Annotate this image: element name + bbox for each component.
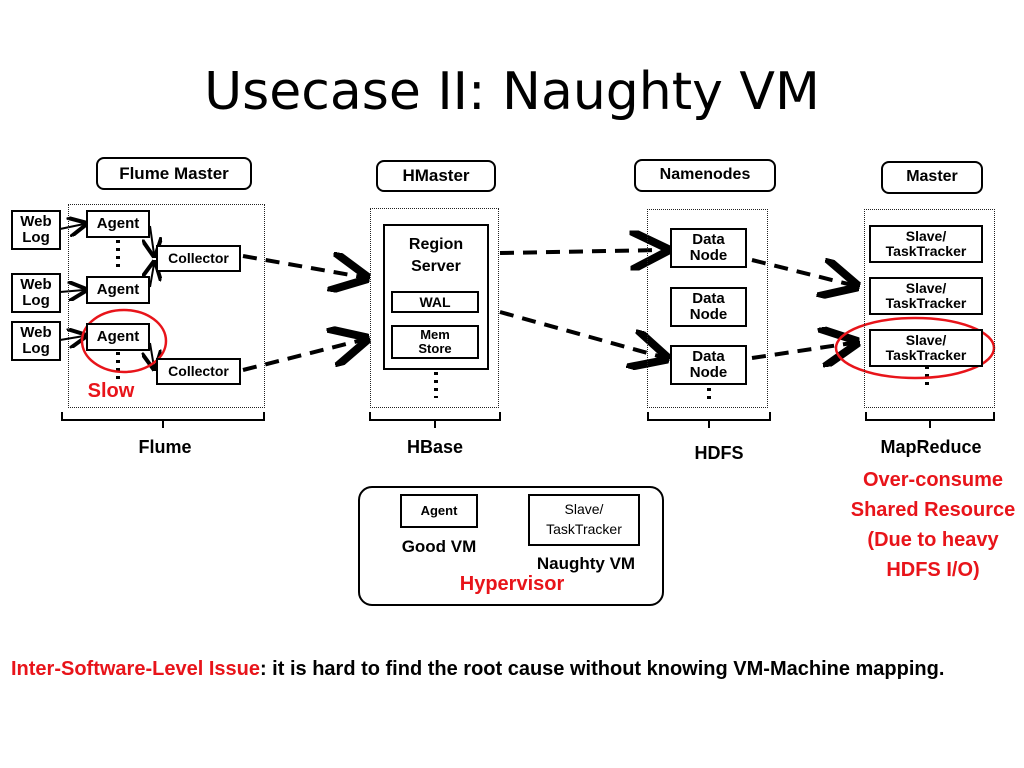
mapreduce-container — [864, 209, 995, 408]
master-box: Master — [881, 161, 983, 194]
hbase-label: HBase — [406, 437, 464, 457]
hypervisor-legend-box — [358, 486, 664, 606]
brace-hbase — [369, 412, 501, 428]
arrow-weblog-agent-2 — [59, 290, 84, 292]
slave-label: Slave/ TaskTracker — [885, 280, 967, 311]
dashed-arrow-collector-hbase-1 — [242, 256, 362, 277]
master-label: Master — [906, 168, 958, 186]
slow-label: Slow — [87, 380, 135, 402]
flume-agent-box-1: Agent — [86, 210, 150, 238]
over-consume-note: Over-consume Shared Resource (Due to hea… — [850, 469, 1016, 581]
data-node-box-1: Data Node — [670, 228, 747, 268]
slave-box-naughty: Slave/ TaskTracker — [869, 329, 983, 367]
flume-agent-box-2: Agent — [86, 276, 150, 304]
hmaster-label: HMaster — [402, 166, 470, 186]
wal-box: WAL — [391, 291, 479, 313]
brace-flume — [61, 412, 265, 428]
arrow-agent-collector-2 — [150, 264, 154, 288]
hdfs-label: HDFS — [694, 443, 744, 463]
weblog-label: Web Log — [20, 276, 52, 309]
data-node-box-3: Data Node — [670, 345, 747, 385]
weblog-box-3: Web Log — [11, 321, 61, 361]
slave-label: Slave/ TaskTracker — [885, 332, 967, 363]
flume-master-label: Flume Master — [119, 163, 229, 183]
dashed-arrow-hbase-hdfs-1 — [499, 250, 662, 253]
mapreduce-label: MapReduce — [880, 437, 982, 457]
flume-label: Flume — [138, 437, 192, 457]
page-title: Usecase II: Naughty VM — [204, 62, 820, 122]
agent-label: Agent — [96, 328, 140, 346]
arrow-weblog-agent-3 — [59, 336, 84, 340]
mem-store-label: Mem Store — [418, 327, 452, 356]
agent-label: Agent — [96, 215, 140, 233]
collector-label: Collector — [168, 250, 229, 267]
legend-agent-box: Agent — [400, 494, 478, 528]
data-node-box-2: Data Node — [670, 287, 747, 327]
legend-agent-label: Agent — [420, 503, 458, 519]
agent-label: Agent — [96, 281, 140, 299]
namenodes-label: Namenodes — [659, 166, 751, 184]
arrow-agent-collector-1 — [150, 225, 154, 254]
dashed-arrow-hbase-hdfs-2 — [499, 310, 662, 357]
slave-label: Slave/ TaskTracker — [885, 228, 967, 259]
flume-agent-box-slow: Agent — [86, 323, 150, 351]
naughty-vm-label: Naughty VM — [536, 554, 636, 573]
legend-slave-label: Slave/ TaskTracker — [546, 501, 622, 537]
dashed-arrow-hdfs-mr-1 — [751, 260, 852, 285]
flume-master-box: Flume Master — [96, 157, 252, 190]
good-vm-label: Good VM — [401, 537, 477, 556]
collector-box-2: Collector — [156, 358, 241, 385]
brace-hdfs — [647, 412, 771, 428]
region-server-label: Region Server — [408, 236, 464, 275]
hypervisor-label: Hypervisor — [459, 573, 565, 595]
collector-label: Collector — [168, 363, 229, 380]
highlight-slow-agent — [80, 308, 168, 374]
collector-box-1: Collector — [156, 245, 241, 272]
weblog-label: Web Log — [20, 213, 52, 246]
hbase-container — [370, 208, 499, 408]
dashed-arrow-hdfs-mr-2 — [751, 343, 852, 358]
data-node-label: Data Node — [689, 231, 728, 264]
brace-mapreduce — [865, 412, 995, 428]
slave-box-2: Slave/ TaskTracker — [869, 277, 983, 315]
slave-box-1: Slave/ TaskTracker — [869, 225, 983, 263]
weblog-box-2: Web Log — [11, 273, 61, 313]
flume-container — [68, 204, 265, 408]
data-node-label: Data Node — [689, 290, 728, 323]
hmaster-box: HMaster — [376, 160, 496, 192]
data-node-label: Data Node — [689, 348, 728, 381]
wal-label: WAL — [419, 293, 451, 310]
footer-issue: Inter-Software-Level Issue — [11, 658, 260, 680]
namenodes-box: Namenodes — [634, 159, 776, 192]
mem-store-box: Mem Store — [391, 325, 479, 359]
arrow-weblog-agent-1 — [59, 224, 84, 229]
footer-description: : it is hard to find the root cause with… — [259, 658, 945, 680]
weblog-label: Web Log — [20, 324, 52, 357]
footer-text: Inter-Software-Level Issue: it is hard t… — [11, 654, 1001, 684]
legend-slave-box: Slave/ TaskTracker — [528, 494, 640, 546]
dashed-arrow-collector-hbase-2 — [242, 340, 362, 372]
hdfs-container — [647, 209, 768, 408]
weblog-box-1: Web Log — [11, 210, 61, 250]
